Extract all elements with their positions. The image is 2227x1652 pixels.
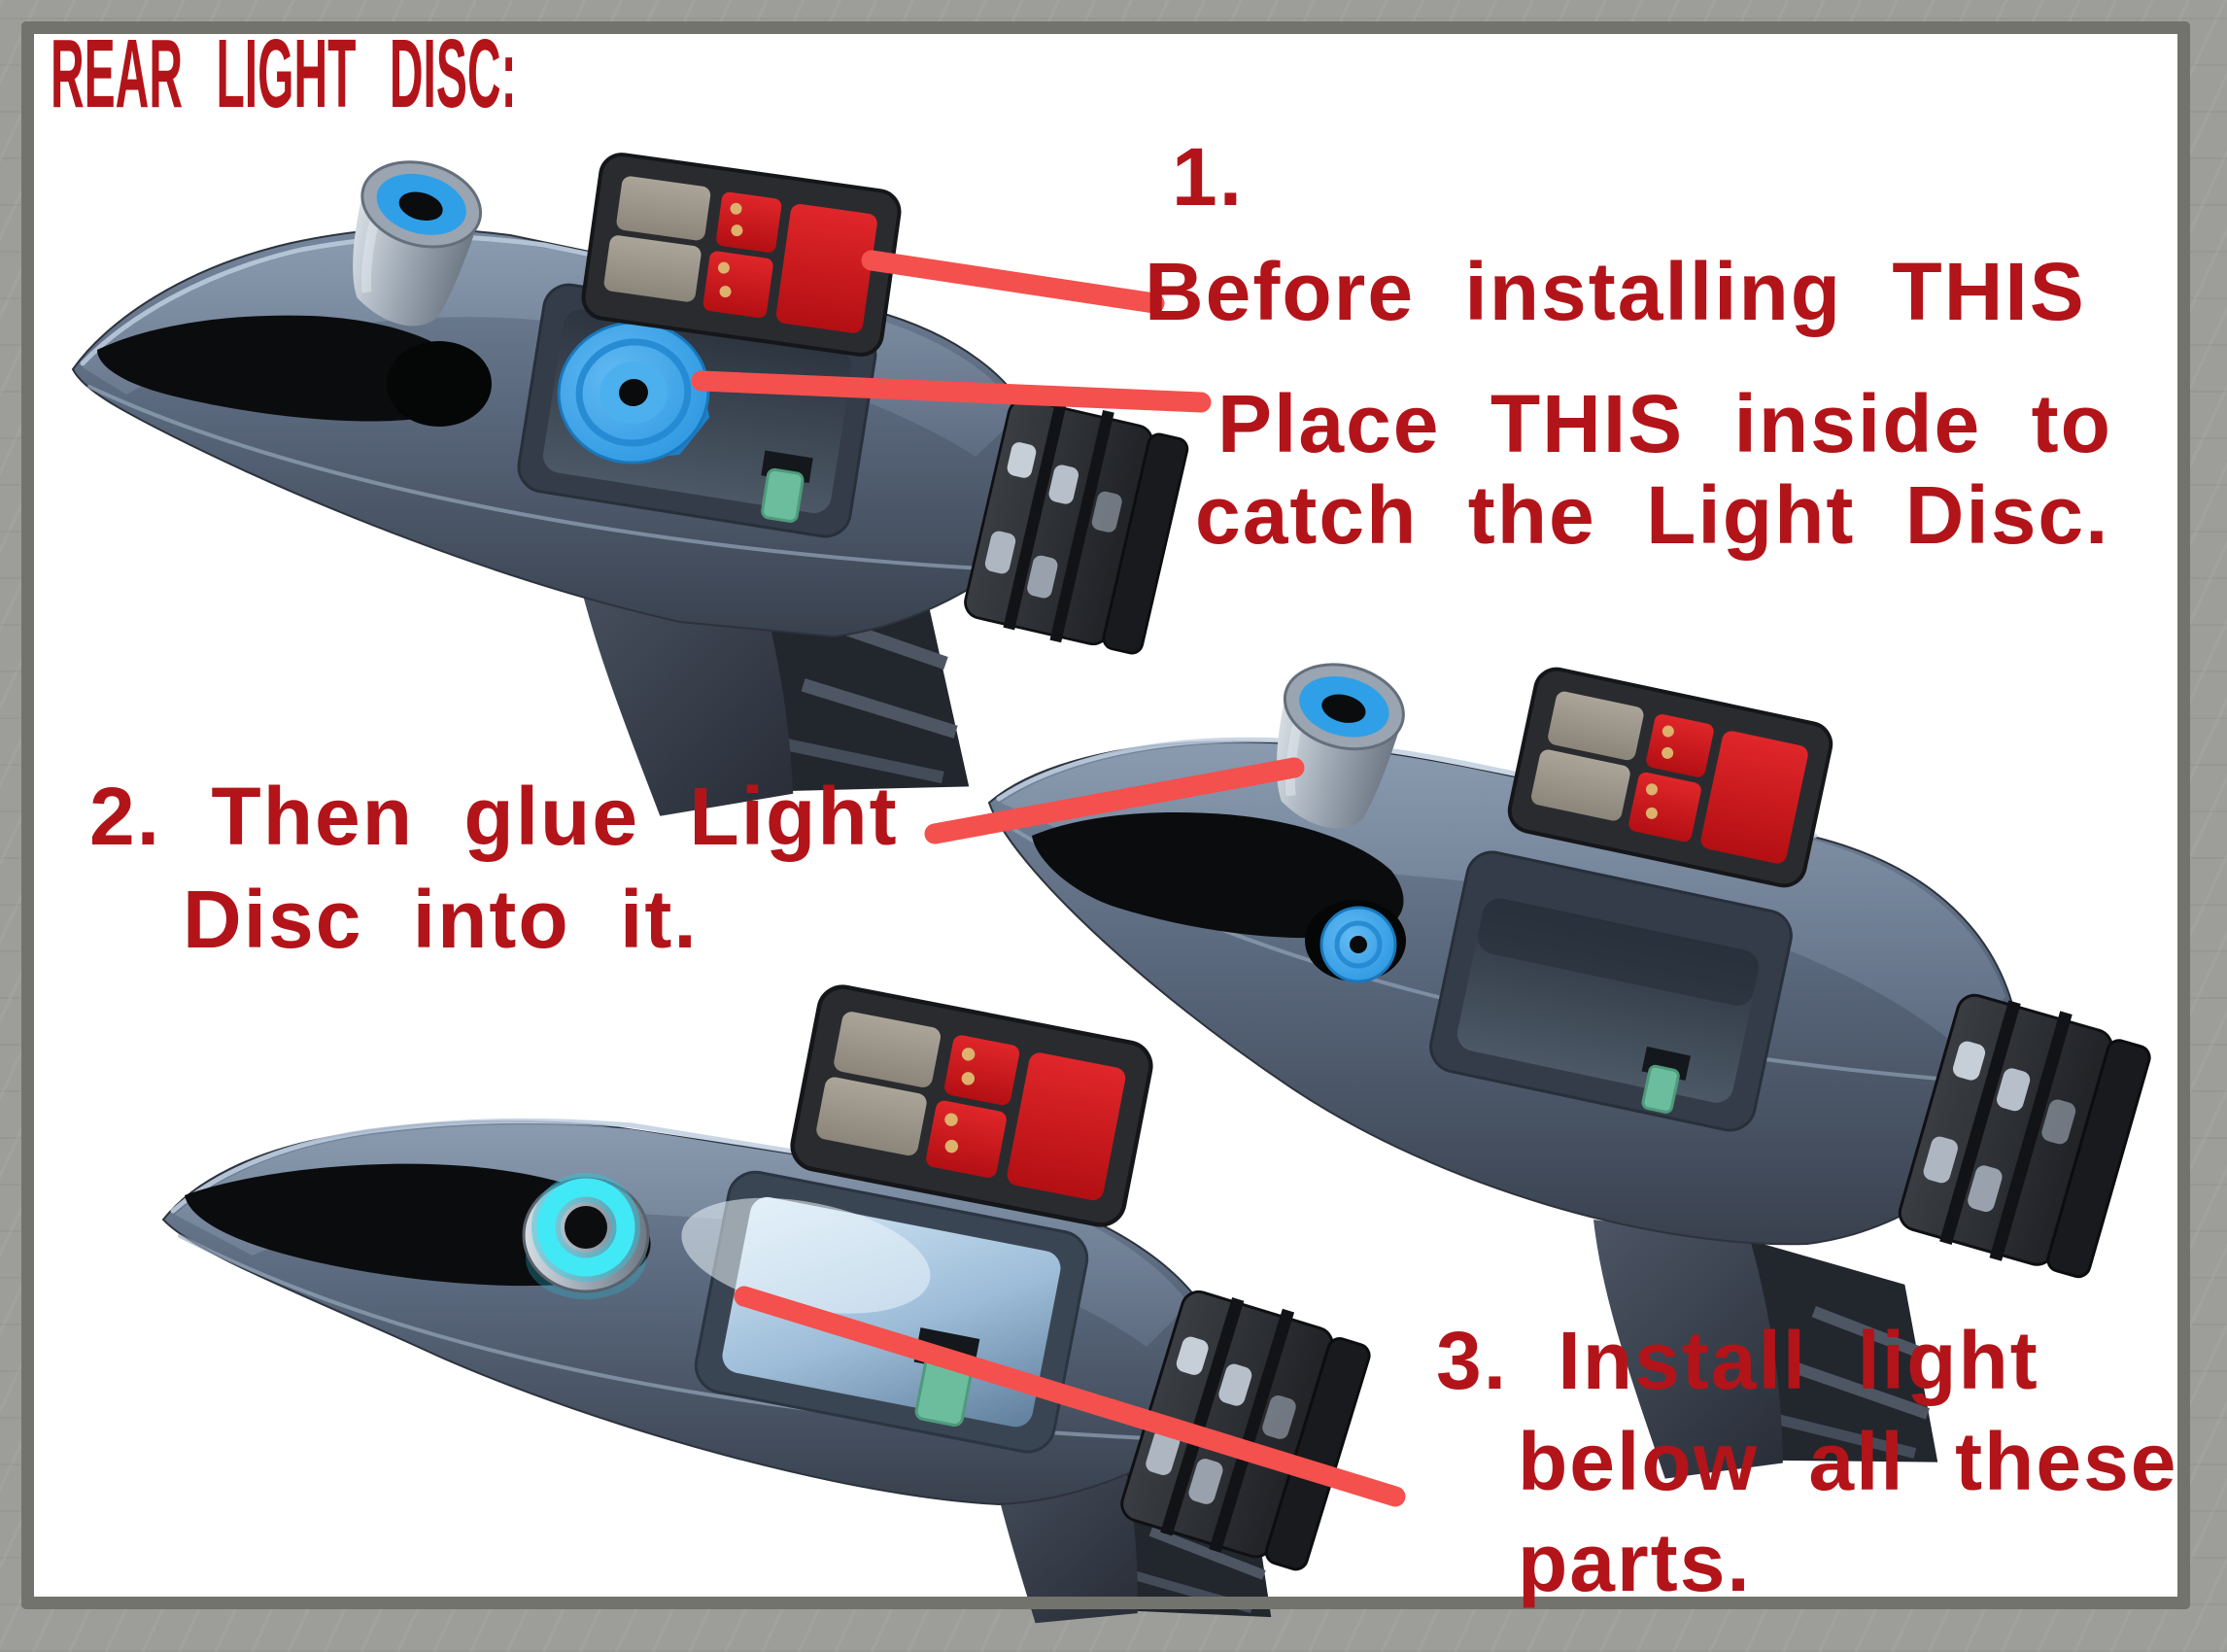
- step1-subcaption-line1: Place THIS inside to: [1217, 378, 2112, 469]
- step3-caption-line3: parts.: [1518, 1517, 1752, 1608]
- step3-caption-line1: 3. Install light: [1436, 1315, 2039, 1406]
- step2-caption-line2: Disc into it.: [183, 874, 699, 965]
- page-title: REAR LIGHT DISC:: [51, 19, 517, 128]
- step3-caption-line2: below all these: [1518, 1416, 2178, 1507]
- step2-caption-line1: 2. Then glue Light: [89, 771, 899, 862]
- step1-subcaption-line2: catch the Light Disc.: [1195, 469, 2110, 561]
- step1-number: 1.: [1172, 131, 1245, 223]
- step1-caption: Before installing THIS: [1145, 246, 2086, 337]
